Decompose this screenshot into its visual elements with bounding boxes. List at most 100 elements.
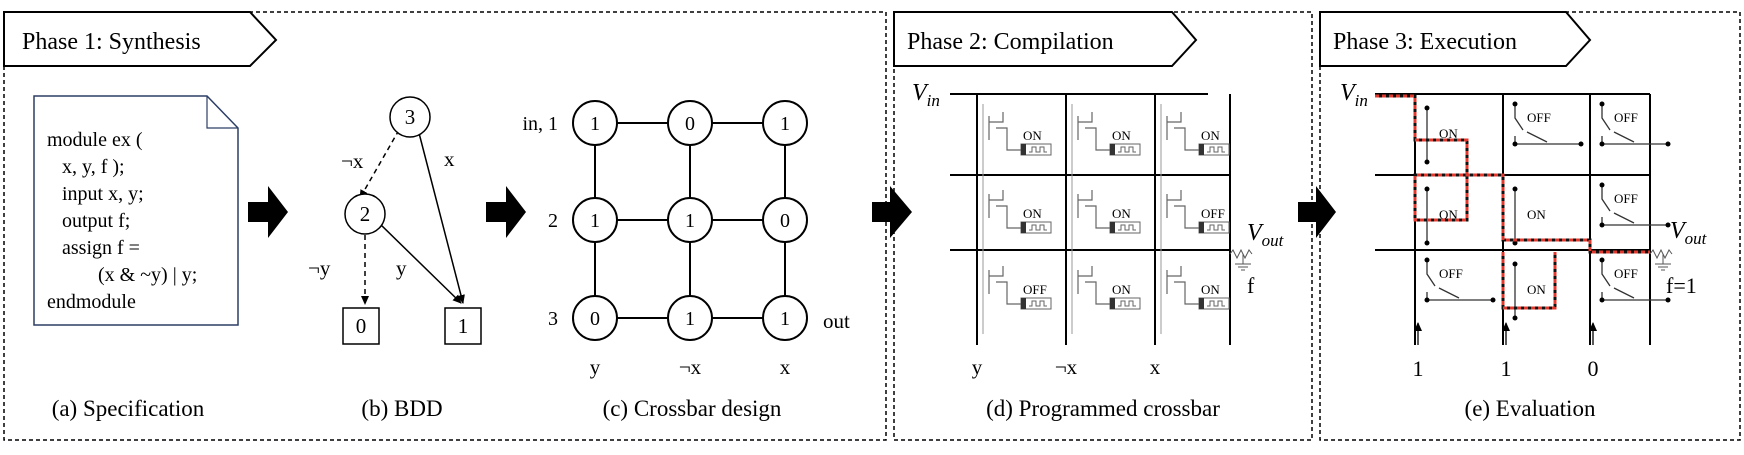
input-value: 0 [1588, 356, 1599, 381]
switch-node [1578, 141, 1584, 147]
cell-state-label: ON [1112, 206, 1131, 221]
caption-d: (d) Programmed crossbar [986, 396, 1220, 421]
cell-state-label: ON [1439, 126, 1458, 141]
switch-node [1424, 159, 1430, 165]
phase-1-title: Phase 1: Synthesis [22, 29, 201, 55]
cell-state-label: ON [1112, 128, 1131, 143]
bdd-edge-label: x [444, 147, 455, 171]
bdd-terminal-0 [342, 307, 380, 345]
flow-arrow-icon [486, 186, 526, 238]
memristor-band [1110, 298, 1115, 309]
crossbar-row-label: 3 [548, 308, 558, 330]
vout-label: Vout [1247, 220, 1285, 250]
column-label: x [1150, 355, 1161, 379]
switch-node [1512, 261, 1518, 267]
f-label: f [1247, 273, 1255, 298]
cell-state-label: ON [1112, 282, 1131, 297]
crossbar-column-label: ¬x [679, 355, 702, 379]
crossbar-cell [572, 295, 618, 341]
vin-label: Vin [912, 80, 940, 110]
transistor-symbol [1077, 190, 1112, 229]
switch-node [1424, 240, 1430, 246]
memristor-band [1199, 222, 1204, 233]
memristor-wave [1029, 224, 1047, 231]
spec-line: assign f = [62, 237, 140, 259]
crossbar-cell-value: 1 [685, 308, 695, 330]
switch-node [1599, 297, 1605, 303]
crossbar-row-label: 2 [548, 210, 558, 232]
memristor-wave [1029, 146, 1047, 153]
switch-node [1665, 222, 1671, 228]
phase-3-tab [1319, 11, 1592, 67]
cell-state-label: ON [1201, 282, 1220, 297]
cell-state-label: OFF [1527, 110, 1551, 125]
crossbar-cell [667, 295, 713, 341]
crossbar-column-label: y [590, 355, 601, 379]
column-label: y [972, 355, 983, 379]
input-value: 1 [1413, 356, 1424, 381]
memristor-band [1199, 298, 1204, 309]
switch-node [1424, 297, 1430, 303]
crossbar-cell-value: 1 [590, 210, 600, 232]
bdd-edge-label: ¬x [341, 149, 364, 173]
switch-node [1512, 141, 1518, 147]
transistor-symbol [988, 112, 1023, 151]
vin-label: Vin [1340, 80, 1368, 110]
flow-arrow-icon [872, 186, 912, 238]
cell-state-label: ON [1023, 206, 1042, 221]
switch-lever [1613, 212, 1635, 224]
switch-node [1599, 101, 1605, 107]
transistor-symbol [1077, 266, 1112, 305]
transistor-symbol [1166, 266, 1201, 305]
bdd-terminal-0-label: 0 [356, 314, 367, 338]
transistor-symbol [1166, 112, 1201, 151]
spec-document-fold [206, 96, 238, 129]
switch-node [1512, 186, 1518, 192]
crossbar-cell-value: 0 [780, 210, 790, 232]
spec-line: input x, y; [62, 183, 144, 205]
switch-node [1490, 297, 1496, 303]
cell-state-label: OFF [1439, 266, 1463, 281]
crossbar-cell [762, 197, 808, 243]
switch-node [1512, 240, 1518, 246]
bdd-edge-label: ¬y [308, 256, 331, 280]
switch-node [1665, 141, 1671, 147]
memristor-wave [1029, 300, 1047, 307]
conduction-path [1375, 94, 1650, 310]
memristor-band [1110, 222, 1115, 233]
cell-state-label: ON [1023, 128, 1042, 143]
transistor-symbol [1166, 190, 1201, 229]
vout-label: Vout [1670, 218, 1708, 248]
switch-node [1424, 105, 1430, 111]
flow-arrow-icon [1298, 186, 1336, 238]
memristor-wave [1118, 224, 1136, 231]
spec-line: endmodule [47, 291, 136, 313]
crossbar-cell-value: 1 [780, 308, 790, 330]
spec-line: (x & ~y) | y; [98, 264, 197, 286]
switch-node [1599, 257, 1605, 263]
spec-line: output f; [62, 210, 130, 232]
cell-state-label: OFF [1201, 206, 1225, 221]
switch-lever [1613, 131, 1635, 143]
memristor-wave [1207, 146, 1225, 153]
cell-state-label: ON [1527, 207, 1546, 222]
crossbar-cell-value: 0 [685, 113, 695, 135]
memristor-wave [1118, 300, 1136, 307]
bdd-terminal-1 [444, 307, 482, 345]
cell-state-label: OFF [1614, 110, 1638, 125]
resistor-icon [1229, 248, 1253, 260]
transistor-symbol [1077, 112, 1112, 151]
resistor-icon [1649, 248, 1673, 260]
spec-line: x, y, f ); [62, 156, 125, 178]
bdd-edge-root-pos [418, 132, 465, 304]
switch-node [1512, 315, 1518, 321]
caption-e: (e) Evaluation [1465, 396, 1596, 421]
transistor-symbol [988, 190, 1023, 229]
caption-c: (c) Crossbar design [603, 396, 782, 421]
bdd-diagram: 3 2 0 1 ¬x x ¬y y [308, 96, 482, 345]
switch-node [1599, 222, 1605, 228]
phase-2-title: Phase 2: Compilation [907, 29, 1114, 55]
memristor-band [1110, 144, 1115, 155]
